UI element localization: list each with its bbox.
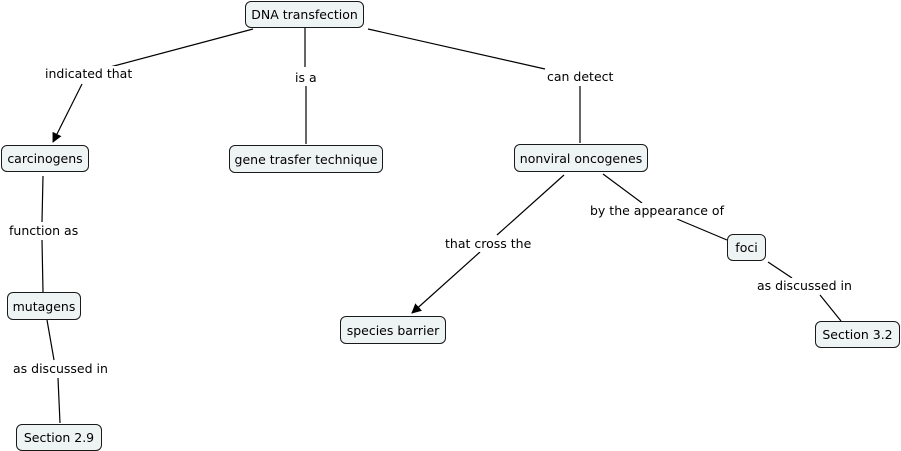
node-nonviral-oncogenes[interactable]: nonviral oncogenes [514, 144, 648, 172]
line-function-to-mutagens [41, 239, 44, 293]
line-oncogenes-to-cross [496, 174, 565, 236]
link-label-indicated-that: indicated that [43, 66, 135, 82]
line-discussed-to-section29 [57, 377, 61, 424]
node-species-barrier[interactable]: species barrier [340, 316, 446, 344]
line-mutagens-to-discussed [46, 319, 55, 361]
line-carcinogens-to-function [41, 175, 44, 223]
line-dna-to-indicated [109, 28, 254, 68]
node-carcinogens[interactable]: carcinogens [1, 145, 89, 172]
line-discussed-to-section32 [819, 294, 842, 322]
line-foci-to-discussed [767, 261, 793, 279]
link-label-that-cross-the: that cross the [443, 236, 534, 252]
node-section-3-2[interactable]: Section 3.2 [815, 321, 900, 348]
link-label-is-a: is a [293, 70, 319, 86]
node-section-2-9[interactable]: Section 2.9 [16, 424, 102, 451]
link-label-can-detect: can detect [545, 69, 616, 85]
link-label-function-as: function as [7, 223, 81, 239]
node-mutagens[interactable]: mutagens [7, 292, 81, 320]
node-foci[interactable]: foci [727, 234, 766, 261]
line-appearance-to-foci [676, 218, 728, 241]
line-dna-to-can-detect [367, 28, 546, 70]
line-indicated-to-carcinogens [52, 83, 83, 143]
node-gene-transfer-technique[interactable]: gene trasfer technique [229, 145, 383, 173]
line-cross-to-species [411, 251, 481, 314]
link-label-as-discussed-in-right: as discussed in [755, 278, 854, 294]
node-dna-transfection[interactable]: DNA transfection [245, 1, 364, 28]
line-oncogenes-to-appearance [602, 173, 643, 204]
link-label-by-the-appearance-of: by the appearance of [588, 203, 726, 219]
link-label-as-discussed-in-left: as discussed in [11, 361, 110, 377]
